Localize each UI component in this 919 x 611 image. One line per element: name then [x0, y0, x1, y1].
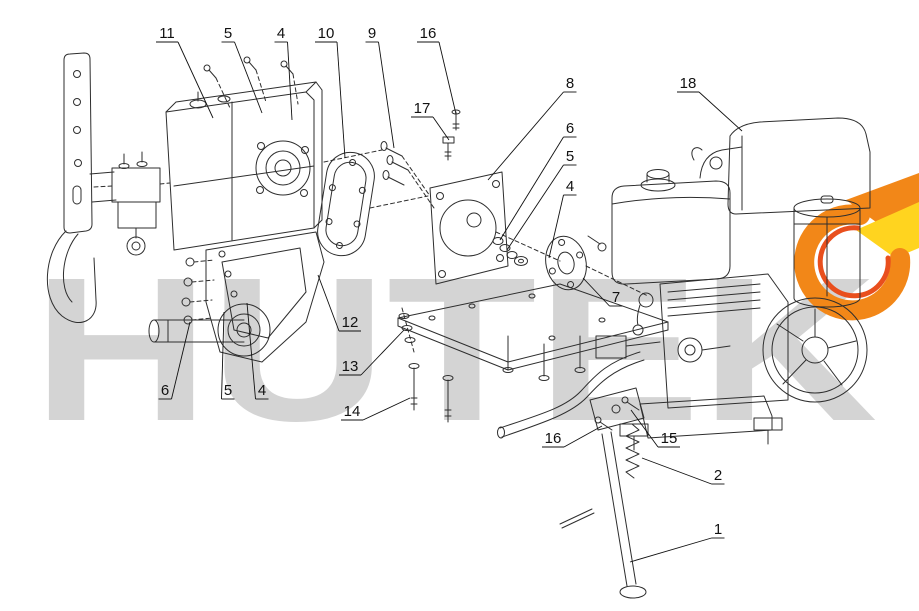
callout-leader-line [698, 91, 743, 132]
plate-bolts [380, 141, 435, 209]
nut-washer-stack [398, 307, 416, 353]
callout-annotations: 11 5 4 10 9 16 17 8 6 5 4 18 7 12 13 14 6 5 4 16 15 2 1 [156, 25, 743, 563]
callout-leader-line [171, 321, 191, 400]
gearbox-top-bolts [203, 56, 299, 109]
callout-leader-line [438, 41, 457, 115]
logo-swoosh-inner [817, 225, 891, 299]
callout-label: 5 [566, 148, 574, 165]
callout-label: 5 [224, 25, 232, 42]
callout-label: 13 [342, 358, 359, 375]
fuel-tank [611, 169, 731, 285]
mounting-base-plate [397, 283, 669, 423]
bolt-16-lower [594, 416, 613, 431]
handle-tube [497, 351, 645, 439]
callout-leader-line [317, 274, 340, 332]
callout-label: 6 [566, 120, 574, 137]
logo-swoosh [794, 204, 911, 321]
bolt-15 [621, 396, 640, 411]
callout-leader-line [360, 329, 405, 376]
callout-leader-line [246, 302, 256, 400]
callout-label: 9 [368, 25, 376, 42]
callout-leader-line [563, 425, 603, 448]
fuel-system-parts [587, 235, 661, 359]
callout-label: 12 [342, 314, 359, 331]
air-cleaner [793, 195, 861, 308]
adapter-plate [323, 149, 509, 285]
coupling-flange [545, 235, 587, 291]
line-art [46, 52, 871, 599]
callout-label: 11 [159, 25, 175, 42]
long-bolts [408, 363, 454, 423]
callout-label: 4 [277, 25, 285, 42]
callout-label: 1 [714, 521, 722, 538]
support-leg [559, 431, 647, 599]
callout-label: 5 [224, 382, 232, 399]
callout-leader-line [629, 537, 712, 563]
callout-leader-line [630, 409, 659, 448]
callout-leader-line [432, 116, 450, 141]
valve-assembly [93, 151, 171, 256]
stand-assembly [559, 387, 647, 599]
callout-label: 7 [612, 289, 620, 306]
engine-assembly [587, 117, 871, 451]
cylinder-block [659, 273, 789, 409]
callout-leader-line [336, 41, 346, 159]
callout-label: 14 [344, 403, 361, 420]
hex-bolt-17 [442, 136, 455, 161]
callout-leader-line [641, 457, 712, 485]
callout-leader-line [287, 41, 293, 121]
lifting-hook [691, 147, 703, 161]
callout-leader-line [221, 311, 225, 400]
callout-leader-line [234, 41, 263, 114]
engine-base [619, 395, 783, 451]
watermark-text: HUTEK [33, 235, 878, 464]
small-bolt-16 [451, 109, 461, 131]
gearbox-assembly [148, 56, 325, 363]
left-handle-bracket [46, 52, 117, 323]
recoil-starter [762, 297, 868, 403]
callout-label: 15 [661, 430, 678, 447]
callout-label: 6 [161, 382, 169, 399]
callout-label: 10 [318, 25, 335, 42]
callout-label: 17 [414, 100, 431, 117]
callout-leader-line [582, 277, 610, 307]
callout-label: 4 [566, 178, 574, 195]
logo-flare-bottom [856, 202, 919, 258]
gearbox-side-bolts [181, 250, 238, 325]
brand-logo [794, 173, 919, 321]
callout-leader-line [362, 397, 411, 421]
callout-leader-line [487, 91, 564, 181]
callout-label: 4 [258, 382, 266, 399]
callout-label: 8 [566, 75, 574, 92]
callout-label: 16 [420, 25, 437, 42]
callout-label: 16 [545, 430, 562, 447]
callout-leader-line [506, 164, 564, 251]
carriage-bolts [502, 335, 586, 381]
alignment-line [585, 265, 649, 297]
callout-leader-line [177, 41, 214, 119]
callout-label: 18 [680, 75, 697, 92]
callout-leader-line [499, 136, 564, 241]
return-spring [625, 423, 640, 479]
callout-leader-line [548, 194, 564, 259]
callout-label: 2 [714, 467, 722, 484]
callout-leader-line [378, 41, 395, 149]
